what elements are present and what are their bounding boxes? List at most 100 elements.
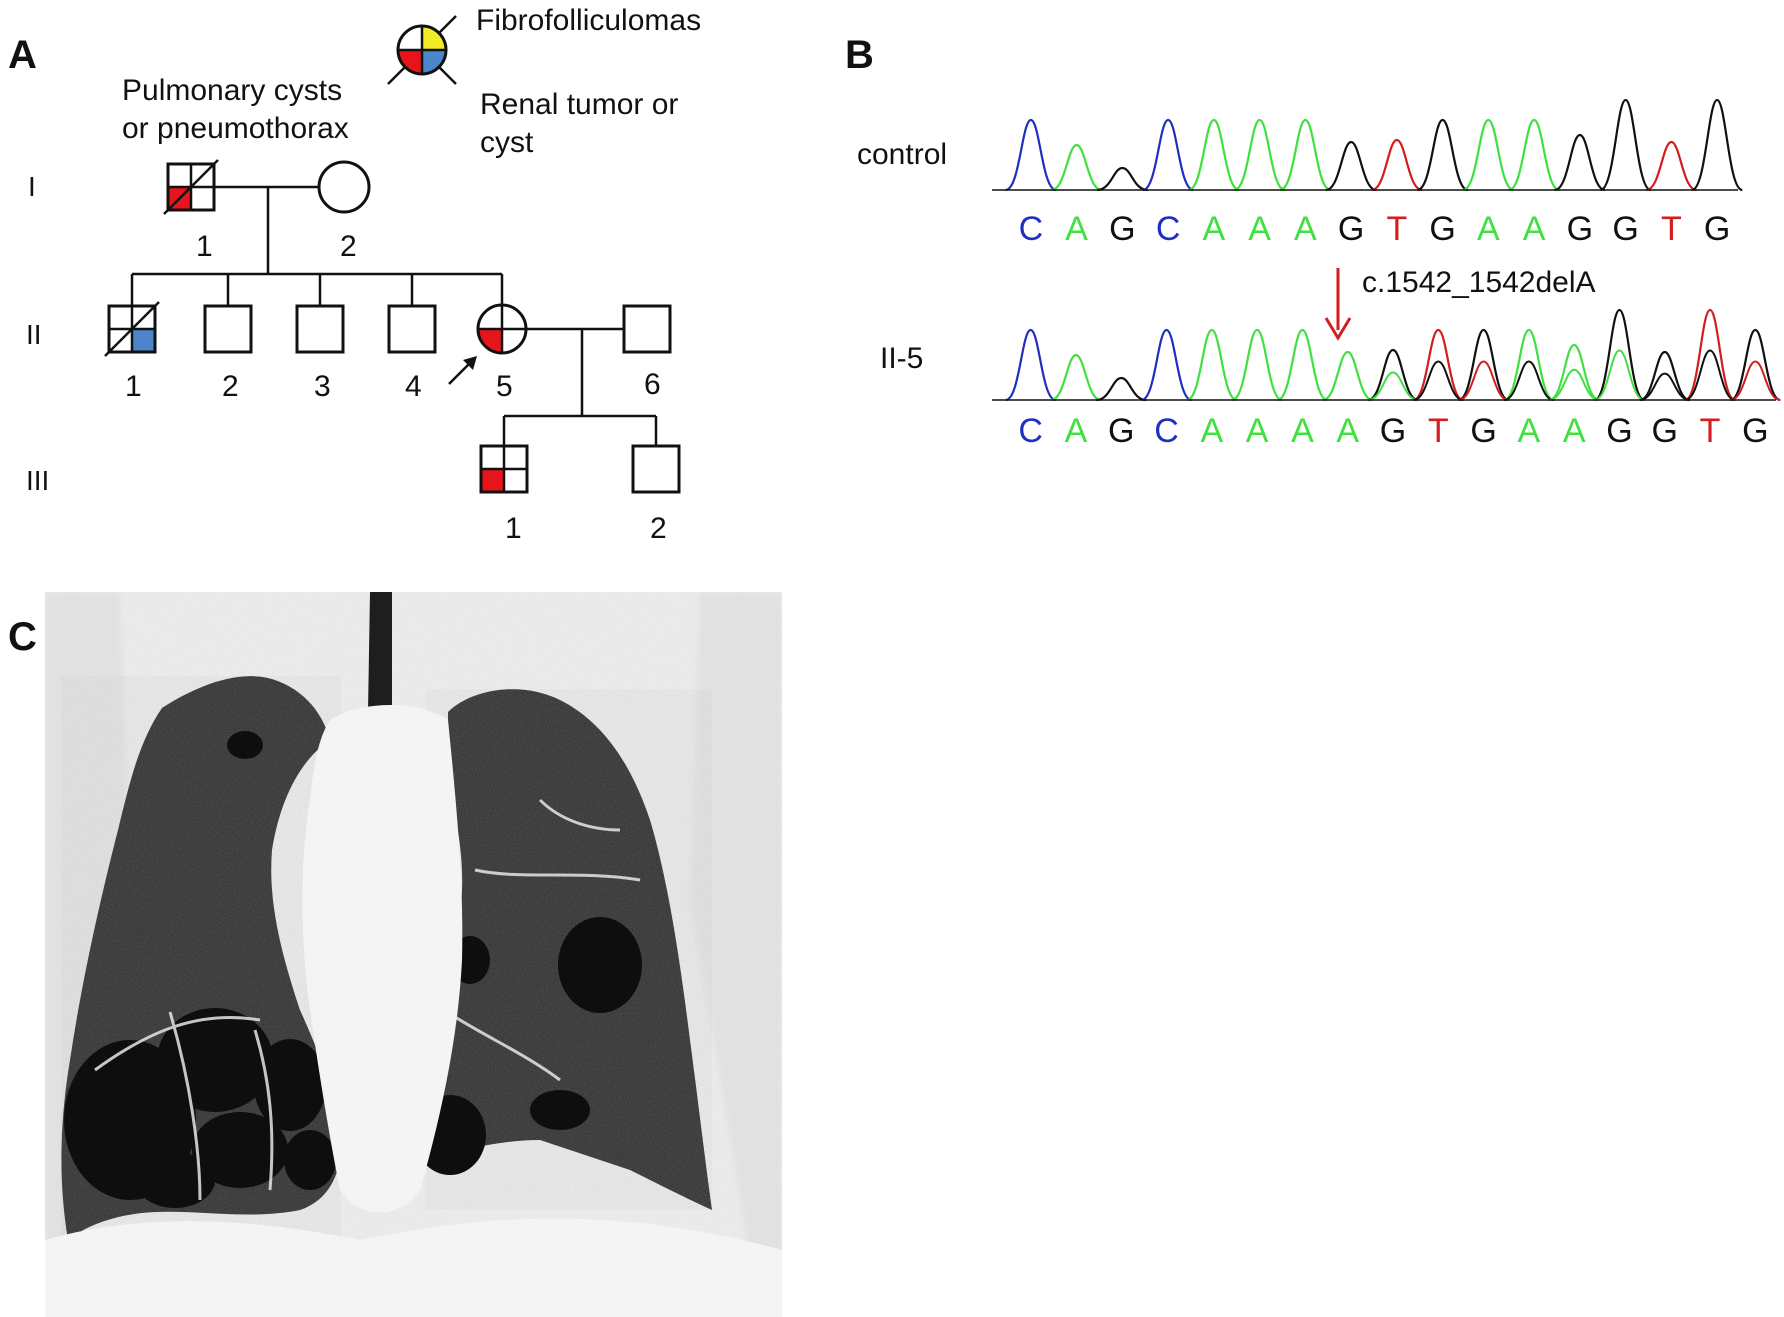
overlapping-trace-peak — [1730, 360, 1781, 401]
individual-number-II-5: 5 — [496, 370, 513, 403]
trace-peak — [1599, 98, 1652, 192]
overlapping-trace-peak — [1639, 372, 1690, 401]
trace-peak — [1096, 376, 1147, 402]
base-call: A — [1291, 412, 1314, 450]
trace-peak — [1005, 328, 1057, 402]
base-call: A — [1065, 412, 1088, 450]
trace-peak — [1279, 118, 1332, 192]
ct-scan-image — [45, 592, 782, 1317]
overlapping-trace-peak — [1367, 371, 1419, 401]
base-call: G — [1704, 210, 1730, 248]
individual-number-II-3: 3 — [314, 370, 331, 403]
base-call: G — [1380, 412, 1406, 450]
base-call: G — [1652, 412, 1678, 450]
deceased-slash — [163, 159, 219, 215]
control-chromatogram-trace — [1005, 98, 1743, 192]
trace-peak — [1233, 118, 1286, 192]
legend-renal-label-line1: Renal tumor or — [480, 88, 678, 121]
control-trace-label: control — [857, 138, 947, 171]
base-call: T — [1386, 210, 1407, 248]
base-call: G — [1109, 210, 1135, 248]
trace-peak — [1729, 328, 1781, 402]
individual-II-2 — [203, 304, 253, 354]
base-call: A — [1477, 210, 1500, 248]
individual-number-II-6: 6 — [644, 368, 661, 401]
legend-pulmonary-label-line1: Pulmonary cysts — [122, 74, 342, 107]
individual-III-1 — [479, 444, 529, 494]
legend-symbol — [387, 15, 457, 85]
individual-II-3 — [295, 304, 345, 354]
base-call: G — [1338, 210, 1364, 248]
trace-peak — [1684, 308, 1736, 402]
trace-peak — [1503, 328, 1555, 402]
base-call: C — [1154, 412, 1179, 450]
base-call: A — [1200, 412, 1223, 450]
trace-peak — [1277, 328, 1328, 402]
trace-peak — [1188, 118, 1240, 192]
individual-number-I-2: 2 — [340, 230, 357, 263]
generation-label-2: II — [26, 319, 42, 350]
individual-number-I-1: 1 — [196, 230, 213, 263]
individual-II-5 — [476, 303, 528, 355]
individual-I-1 — [163, 159, 219, 215]
trace-peak — [1097, 166, 1148, 192]
overlapping-trace-peak — [1413, 360, 1464, 401]
individual-II-6 — [622, 304, 672, 354]
legend-pulmonary-quadrant — [398, 50, 422, 74]
mutation-arrow — [1324, 268, 1352, 341]
pedigree-panel: A Fibrofolliculomas Pulmonary cysts or p… — [8, 4, 701, 545]
overlapping-trace-peak — [1594, 349, 1645, 401]
legend-pulmonary-label-line2: or pneumothorax — [122, 112, 349, 145]
deceased-slash — [104, 301, 160, 357]
individual-number-II-4: 4 — [405, 370, 422, 403]
trace-peak — [1371, 138, 1423, 192]
mutation-label: c.1542_1542delA — [1362, 266, 1596, 299]
sample-chromatogram-trace — [1005, 308, 1781, 402]
diaphragm — [45, 1218, 782, 1317]
legend-renal-label-line2: cyst — [480, 126, 534, 159]
individual-number-II-2: 2 — [222, 370, 239, 403]
overlapping-trace-peak — [1503, 360, 1555, 401]
trace-peak — [1639, 350, 1691, 402]
base-call: C — [1018, 412, 1043, 450]
proband-arrow — [448, 356, 477, 385]
panel-c-label: C — [8, 615, 37, 659]
panel-a-label: A — [8, 33, 37, 77]
trace-peak — [1691, 98, 1743, 192]
base-call: G — [1567, 210, 1593, 248]
base-call: C — [1156, 210, 1181, 248]
trace-peak — [1462, 118, 1515, 192]
individual-II-1 — [104, 301, 160, 357]
legend-renal-quadrant — [422, 50, 446, 74]
individual-II-4 — [387, 304, 437, 354]
individual-number-III-2: 2 — [650, 512, 667, 545]
base-call: T — [1700, 412, 1721, 450]
base-call: G — [1606, 412, 1632, 450]
base-call: A — [1294, 210, 1317, 248]
base-call: A — [1563, 412, 1586, 450]
base-call: T — [1661, 210, 1682, 248]
legend-fibrofolliculomas-quadrant — [422, 26, 446, 50]
overlapping-trace-peak — [1549, 368, 1600, 401]
individual-number-II-1: 1 — [125, 370, 142, 403]
sample-trace-label: II-5 — [880, 342, 923, 375]
trace-peak — [1051, 143, 1103, 192]
trace-peak — [1412, 328, 1464, 402]
generation-label-3: III — [26, 465, 49, 496]
individual-I-2 — [317, 160, 371, 214]
base-call: T — [1428, 412, 1449, 450]
trace-peak — [1322, 350, 1373, 402]
overlapping-trace-peak — [1458, 360, 1509, 401]
trace-peak — [1554, 133, 1606, 192]
base-call: G — [1742, 412, 1768, 450]
base-call: G — [1612, 210, 1638, 248]
legend-fibrofolliculomas-label: Fibrofolliculomas — [476, 4, 701, 37]
mediastinum — [302, 705, 463, 1213]
trace-peak — [1594, 308, 1645, 402]
trace-peak — [1548, 343, 1600, 402]
base-call: G — [1108, 412, 1134, 450]
